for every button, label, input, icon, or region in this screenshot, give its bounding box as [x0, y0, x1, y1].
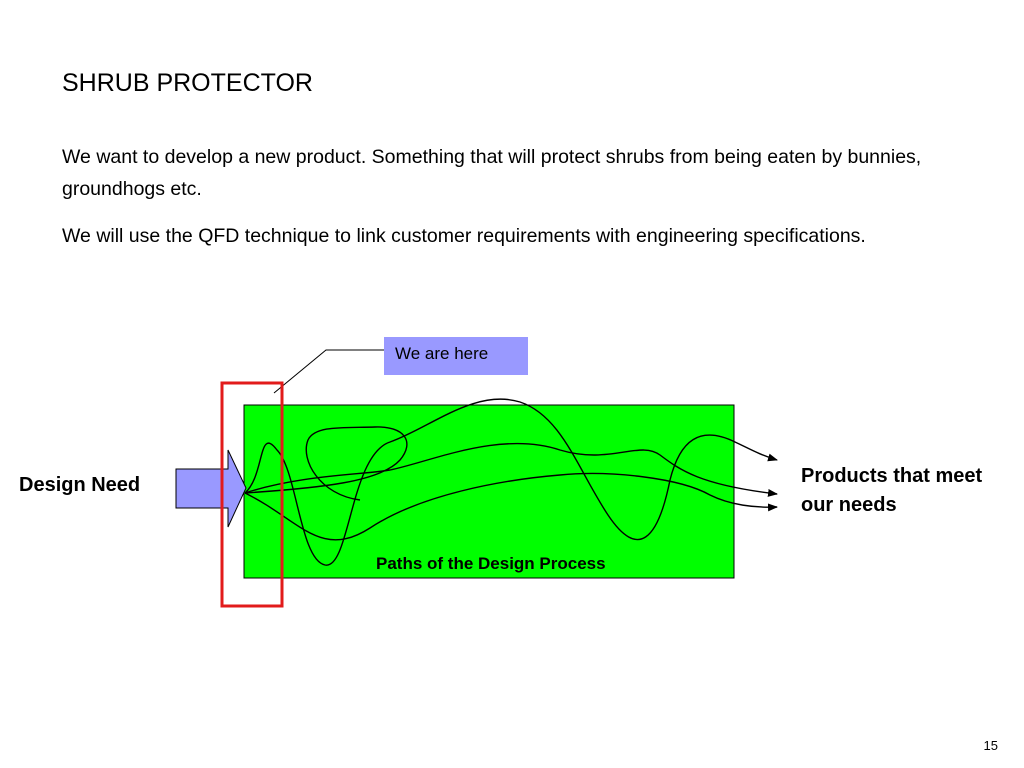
- process-caption: Paths of the Design Process: [376, 554, 606, 573]
- design-path-bottom-arrow: [244, 472, 778, 541]
- design-need-arrow: [175, 449, 247, 528]
- design-path-upper-arrow: [244, 398, 778, 566]
- method-paragraph: We will use the QFD technique to link cu…: [62, 225, 866, 247]
- products-output-label: Products that meet our needs: [801, 465, 983, 516]
- design-path-loop: [244, 426, 408, 501]
- current-stage-highlight: [220, 381, 284, 608]
- design-path-lower-arrow: [244, 442, 778, 497]
- we-are-here-callout: We are here: [384, 337, 528, 375]
- page-number: 15: [983, 738, 998, 753]
- slide-title: SHRUB PROTECTOR: [62, 69, 313, 97]
- intro-paragraph: We want to develop a new product. Someth…: [62, 146, 922, 200]
- design-paths: [244, 398, 778, 566]
- design-need-label: Design Need: [19, 474, 141, 496]
- callout-leader-line: [273, 349, 384, 394]
